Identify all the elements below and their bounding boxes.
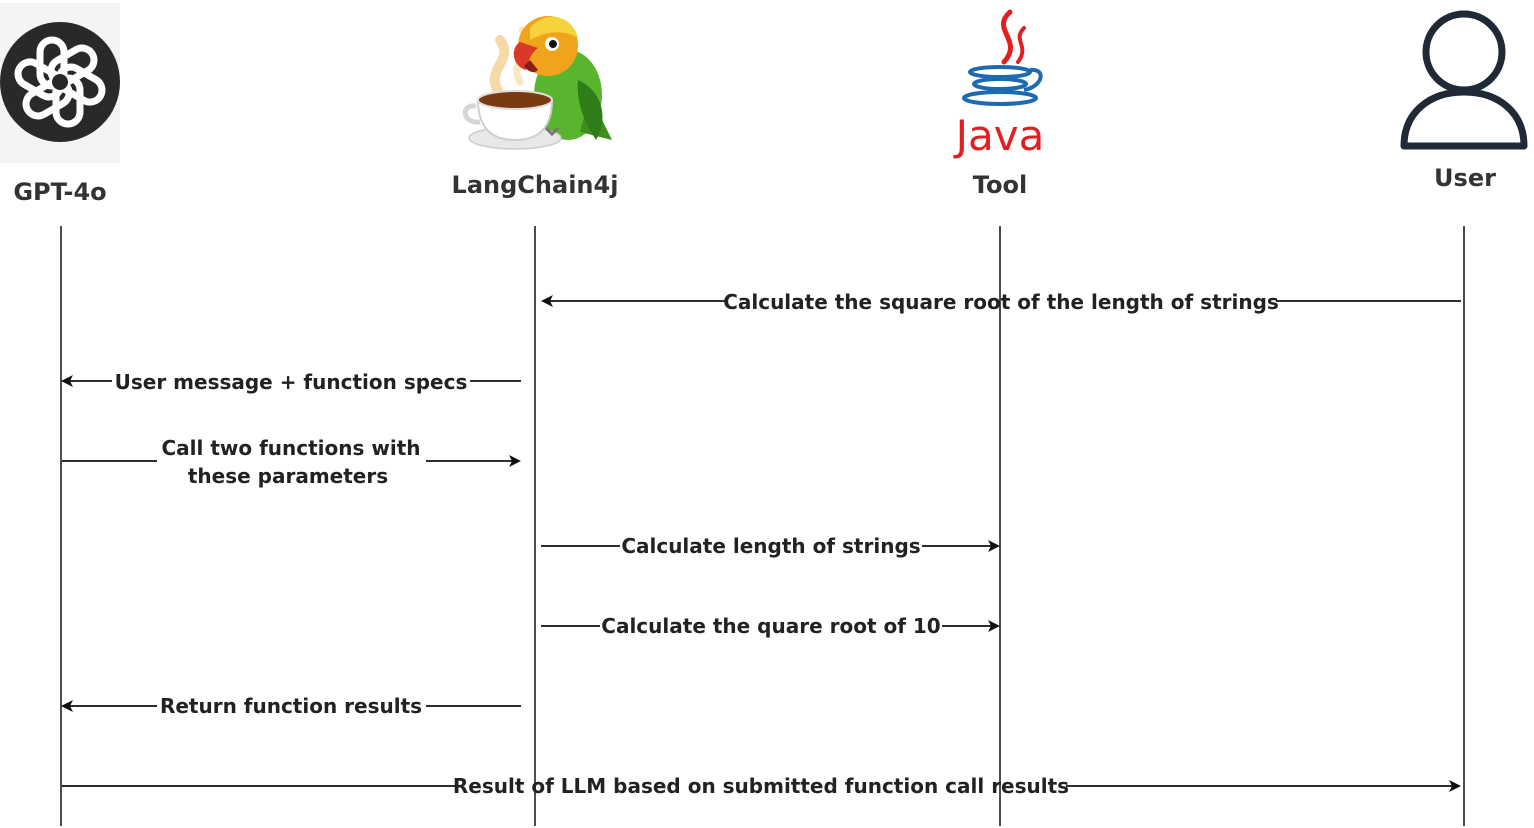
message-label-line-1: Call two functions with bbox=[161, 436, 420, 460]
parrot-tea-cup-icon bbox=[462, 16, 612, 150]
message-label: Result of LLM based on submitted functio… bbox=[453, 774, 1069, 798]
message-5: Calculate the quare root of 10 bbox=[541, 614, 1000, 638]
java-logo-icon: Java bbox=[953, 9, 1045, 160]
message-label: Calculate length of strings bbox=[621, 534, 920, 558]
message-7: Result of LLM based on submitted functio… bbox=[62, 774, 1461, 798]
message-3: Call two functions with these parameters bbox=[62, 436, 521, 488]
actor-label-langchain: LangChain4j bbox=[452, 171, 619, 199]
message-2: User message + function specs bbox=[61, 370, 521, 394]
message-4: Calculate length of strings bbox=[541, 534, 1000, 558]
user-icon bbox=[1400, 10, 1528, 150]
message-1: Calculate the square root of the length … bbox=[541, 290, 1461, 314]
openai-logo-icon bbox=[0, 3, 120, 163]
actor-label-tool: Tool bbox=[973, 171, 1027, 199]
actor-label-gpt: GPT-4o bbox=[13, 178, 106, 206]
message-label: User message + function specs bbox=[115, 370, 468, 394]
java-logo-text: Java bbox=[953, 111, 1045, 160]
message-6: Return function results bbox=[61, 694, 521, 718]
message-label: Calculate the square root of the length … bbox=[723, 290, 1279, 314]
actor-label-user: User bbox=[1434, 164, 1496, 192]
message-label: Return function results bbox=[160, 694, 422, 718]
message-label: Calculate the quare root of 10 bbox=[601, 614, 940, 638]
message-label-line-2: these parameters bbox=[188, 464, 388, 488]
